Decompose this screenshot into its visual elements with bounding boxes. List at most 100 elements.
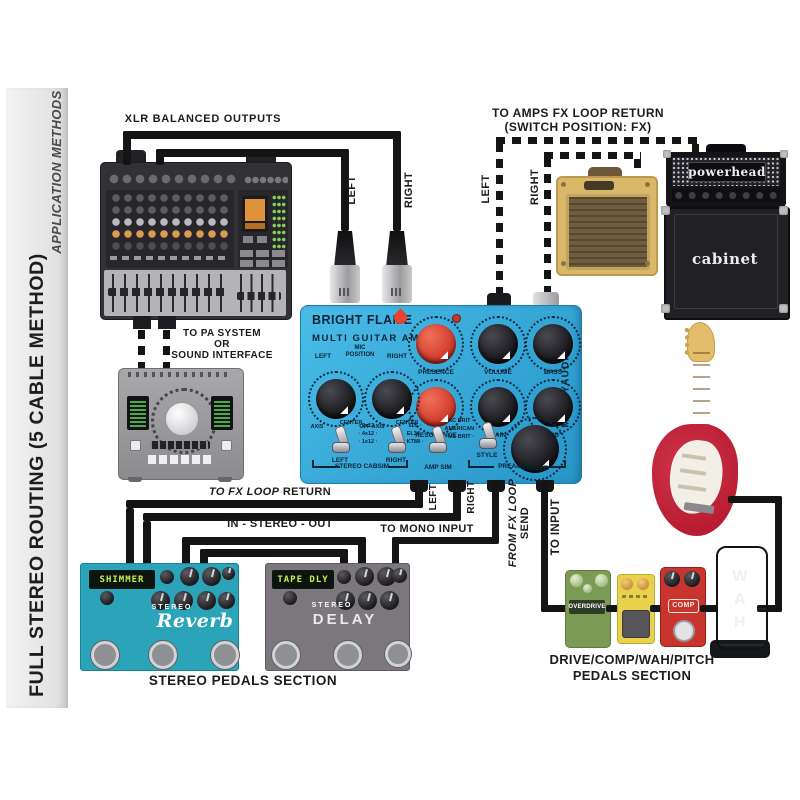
treble-knob <box>503 417 567 481</box>
wah-letter-h: H <box>734 614 746 631</box>
mic-scale-offaxis: OFF AXIS <box>359 423 385 430</box>
delay-knob-7 <box>358 591 377 610</box>
mixer-led-grid <box>272 194 286 250</box>
from-fx-loop-italic: FROM FX LOOP <box>507 478 519 568</box>
cabinet-corner-tl <box>661 206 670 215</box>
xlr-left-label: LEFT <box>346 175 358 205</box>
to-amps-label-1: TO AMPS FX LOOP RETURN <box>492 105 664 120</box>
delay-brand-small: STEREO <box>311 602 353 609</box>
head-handle <box>706 144 746 154</box>
delay-footswitch-1 <box>272 641 300 669</box>
cab-option-1: · 2x12 · <box>358 422 378 429</box>
fxret-left-label: LEFT <box>480 174 492 204</box>
reverb-knob-6 <box>151 591 170 610</box>
wah-treadle <box>716 546 768 650</box>
mixer-input-jacks-row <box>108 172 238 186</box>
cab-option-2: · 4x12 · <box>358 430 378 437</box>
cable-fxret-left-stub <box>692 144 699 154</box>
pedal-brand: BRIGHT FLAME <box>312 313 413 327</box>
cabinet-corner-br <box>779 304 788 313</box>
from-fx-loop-send-label: FROM FX LOOP SEND <box>506 475 532 571</box>
cabinet-logo-text: cabinet <box>692 250 758 268</box>
mixer-knob-row-5 <box>110 241 230 252</box>
mixer-fader-handles-left <box>108 288 228 296</box>
reverb-knob-9 <box>218 592 235 609</box>
mic-left-knob <box>308 371 364 427</box>
delay-knob-4 <box>392 568 407 583</box>
mic-scale-axis: AXIS <box>310 423 324 430</box>
gain-label: GAIN <box>489 431 507 439</box>
cab-right-switch-label: RIGHT <box>385 456 407 464</box>
cable-comp-wah <box>700 605 718 612</box>
gain-knob <box>470 379 526 435</box>
drive-section-label-2: PEDALS SECTION <box>572 668 692 683</box>
combo-grille <box>566 194 650 270</box>
page-subtitle: APPLICATION METHODS <box>48 90 64 254</box>
mixer-screen <box>245 199 265 221</box>
overdrive-label: OVERDRIVE <box>568 604 606 610</box>
amp-sim-switch-nut <box>429 442 447 453</box>
cable-send-into-delay <box>392 537 399 567</box>
presence-label: PRESENCE <box>418 368 454 376</box>
reverb-footswitch-3 <box>211 641 239 669</box>
cabinet-corner-bl <box>661 304 670 313</box>
cable-stereo-2-left <box>200 549 208 565</box>
reverb-footswitch-2 <box>149 641 177 669</box>
to-pa-label-2: OR <box>214 339 230 350</box>
cable-fxret-right-stub <box>634 159 641 175</box>
interface-meter-right-bars <box>214 399 230 427</box>
cable-xlr-a-riser <box>123 131 131 165</box>
mixer-screen-button-1 <box>243 236 253 243</box>
cable-od-boost <box>606 605 620 612</box>
cable-stereo-2-run <box>200 549 348 557</box>
amp-sim-switch <box>429 424 447 456</box>
to-pa-label-1: TO PA SYSTEM <box>183 328 261 339</box>
mixer-knob-row-2 <box>110 205 230 216</box>
preamp-bracket-left <box>468 460 470 468</box>
xlr-connector-left-pins <box>339 288 351 296</box>
guitar-neck <box>693 352 710 430</box>
combo-handle <box>588 167 622 178</box>
cab-left-switch-nut <box>332 442 350 453</box>
cable-return-left-riser <box>415 482 423 508</box>
combo-screw-br <box>645 261 650 266</box>
to-fx-loop-return-bold: RETURN <box>282 485 332 498</box>
delay-brand: DELAY <box>312 610 378 628</box>
to-mono-input-label: TO MONO INPUT <box>380 522 474 535</box>
treble-label: TREBLE <box>522 464 548 472</box>
pedal-jack-right-label: RIGHT <box>465 480 477 514</box>
mixer-output-stub-left <box>133 316 151 329</box>
to-pa-label-3: SOUND INTERFACE <box>171 350 273 361</box>
overdrive-knob-3 <box>583 584 592 593</box>
fxret-right-label: RIGHT <box>529 168 541 206</box>
mixer-screen-text <box>245 223 265 229</box>
cable-input-run <box>541 605 571 612</box>
mixer-screen-button-2 <box>257 236 267 243</box>
style-switch <box>479 420 497 452</box>
drive-section-label-1: DRIVE/COMP/WAH/PITCH <box>549 652 715 667</box>
head-knob-row <box>672 189 780 202</box>
amp-option-2: EL34 · <box>406 430 424 437</box>
cable-fxret-right-run <box>544 152 641 159</box>
cable-send-drop <box>492 482 499 544</box>
mixer-aux-jacks-row <box>244 175 288 185</box>
volume-label: VOLUME <box>484 368 512 376</box>
style-switch-label: STYLE <box>476 451 498 459</box>
delay-knob-6 <box>336 591 355 610</box>
cabsim-bracket-left <box>312 460 314 468</box>
mic-scale-center-1: CENTER <box>339 419 363 426</box>
xlr-connector-right-body <box>382 265 412 303</box>
reverb-knob-5 <box>100 591 114 605</box>
cable-xlr-b-run <box>156 149 349 157</box>
xlr-outputs-label: XLR BALANCED OUTPUTS <box>124 113 282 125</box>
mixer-knob-row-3 <box>110 217 230 228</box>
pedal-top-jack-left <box>487 293 511 307</box>
cab-left-switch-label: LEFT <box>331 456 349 464</box>
interface-foot-right <box>218 477 232 482</box>
cable-return-right-drop <box>143 521 151 565</box>
delay-footswitch-2 <box>334 641 362 669</box>
interface-button-right <box>221 440 232 451</box>
interface-meter-left-bars <box>130 399 146 427</box>
delay-display: TAPE DLY <box>272 570 334 589</box>
overdrive-label-band <box>569 600 605 614</box>
